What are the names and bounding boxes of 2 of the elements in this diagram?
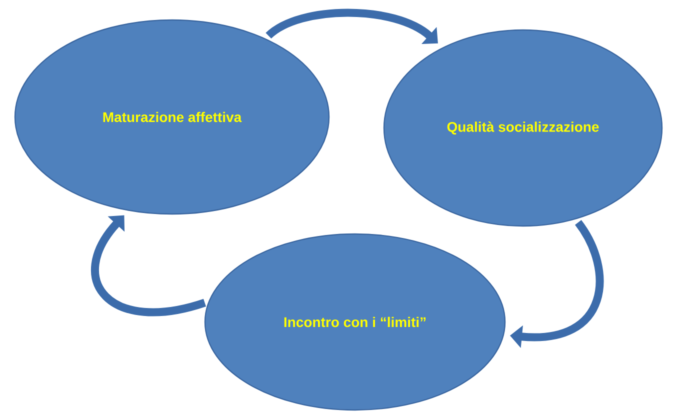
curved-arrow (266, 8, 438, 44)
curved-arrow (91, 215, 206, 316)
